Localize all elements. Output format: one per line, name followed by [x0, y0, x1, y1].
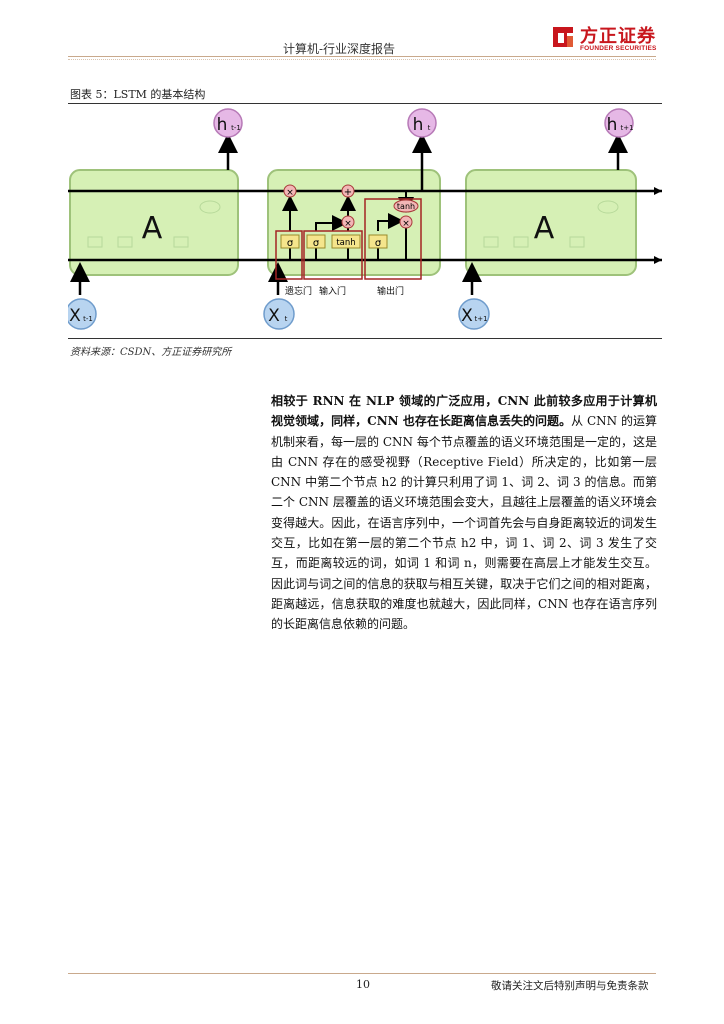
lstm-cell-prev: A: [69, 169, 239, 276]
x-cur-node: X t: [263, 298, 295, 330]
svg-text:tanh: tanh: [336, 238, 355, 248]
sigma-box-output: σ: [368, 234, 388, 249]
svg-text:h: h: [413, 115, 424, 135]
founder-logo-icon: [553, 27, 573, 47]
forget-gate-highlight: [275, 230, 303, 280]
svg-text:×: ×: [402, 219, 410, 229]
svg-text:tanh: tanh: [397, 202, 415, 211]
multiply-op-forget: ×: [283, 184, 297, 198]
svg-text:×: ×: [286, 188, 294, 198]
report-header-title: 计算机-行业深度报告: [283, 42, 396, 56]
h-cur-node: h t: [407, 108, 437, 138]
forget-gate-label: 遗忘门: [285, 285, 312, 297]
svg-text:σ: σ: [375, 238, 382, 249]
founder-logo: 方正证券 FOUNDER SECURITIES: [547, 22, 662, 56]
figure-bottom-rule: [68, 338, 662, 339]
input-gate-label: 输入门: [319, 285, 346, 297]
lstm-cell-next: A: [465, 169, 637, 276]
page-number: 10: [356, 978, 370, 991]
multiply-op-output: ×: [399, 215, 413, 229]
paragraph-text: 从 CNN 的运算机制来看，每一层的 CNN 每个节点覆盖的语义环境范围是一定的…: [271, 414, 657, 632]
x-prev-node: X t-1: [68, 298, 97, 330]
h-next-node: h t+1: [604, 108, 634, 138]
svg-text:σ: σ: [287, 238, 294, 249]
svg-text:h: h: [217, 115, 228, 135]
logo-text-cn: 方正证券: [580, 26, 656, 47]
paragraph-lead: 相较于 RNN 在 NLP 领域的广泛应用，CNN 此前较多应用于计算机视觉领域…: [271, 394, 657, 429]
svg-text:×: ×: [344, 219, 352, 229]
svg-text:t-1: t-1: [231, 124, 241, 132]
h-prev-node: h t-1: [213, 108, 243, 138]
add-op: +: [341, 184, 355, 198]
svg-text:h: h: [607, 115, 618, 135]
x-next-node: X t+1: [458, 298, 490, 330]
tanh-op-output: tanh: [393, 199, 419, 213]
disclaimer-note: 敬请关注文后特别声明与免责条款: [491, 980, 649, 992]
svg-text:t+1: t+1: [620, 124, 633, 132]
lstm-diagram: A A h t-1 h t h t+1: [68, 108, 662, 330]
multiply-op-input: ×: [341, 215, 355, 229]
svg-text:+: +: [344, 187, 352, 198]
input-gate-highlight: [303, 230, 363, 280]
output-gate-label: 输出门: [377, 285, 404, 297]
cell-label-prev: A: [142, 211, 163, 246]
figure-source: 资料来源：CSDN、方正证券研究所: [70, 347, 232, 358]
svg-text:t: t: [285, 315, 288, 323]
svg-text:t-1: t-1: [83, 315, 93, 323]
output-gate-highlight: [364, 198, 422, 280]
svg-text:X: X: [69, 306, 81, 326]
logo-text-en: FOUNDER SECURITIES: [580, 45, 657, 52]
figure-top-rule: [68, 103, 662, 104]
svg-text:t+1: t+1: [474, 315, 487, 323]
header-divider: [68, 56, 656, 57]
tanh-box-input: tanh: [331, 234, 361, 249]
sigma-box-forget: σ: [280, 234, 300, 249]
sigma-box-input: σ: [306, 234, 326, 249]
footer-divider: [68, 973, 656, 974]
svg-text:t: t: [428, 124, 431, 132]
cell-label-next: A: [534, 211, 555, 246]
svg-text:X: X: [268, 306, 280, 326]
figure-caption: 图表 5：LSTM 的基本结构: [70, 88, 206, 101]
body-paragraph: 相较于 RNN 在 NLP 领域的广泛应用，CNN 此前较多应用于计算机视觉领域…: [271, 391, 657, 635]
svg-text:X: X: [461, 306, 473, 326]
header-divider-dotted: [68, 59, 656, 60]
svg-text:σ: σ: [313, 238, 320, 249]
